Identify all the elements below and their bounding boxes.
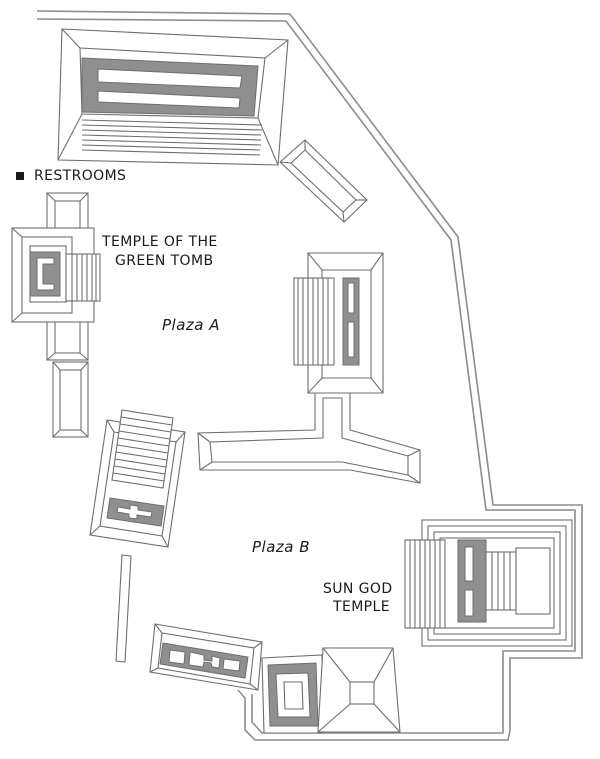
west-plaza-b-temple bbox=[89, 409, 186, 548]
boundary-wall bbox=[36, 10, 583, 741]
restrooms-legend: RESTROOMS bbox=[16, 168, 126, 184]
sun-god-label-line2: TEMPLE bbox=[332, 599, 390, 615]
plaza-b-label: Plaza B bbox=[252, 538, 310, 556]
north-temple bbox=[57, 28, 289, 166]
south-temple-middle bbox=[261, 654, 325, 734]
restrooms-marker-icon bbox=[16, 172, 24, 180]
south-temple-west bbox=[149, 623, 263, 691]
low-wall bbox=[115, 554, 132, 663]
green-tomb-label-line1: TEMPLE OF THE bbox=[101, 234, 218, 250]
sun-god-temple bbox=[404, 519, 573, 647]
central-temple bbox=[197, 252, 421, 484]
sun-god-label-line1: SUN GOD bbox=[323, 581, 393, 597]
northeast-structure bbox=[279, 139, 368, 223]
temple-of-the-green-tomb bbox=[11, 192, 101, 438]
south-pyramid bbox=[317, 647, 401, 733]
green-tomb-label-line2: GREEN TOMB bbox=[115, 253, 213, 269]
plaza-a-label: Plaza A bbox=[162, 316, 220, 334]
restrooms-label: RESTROOMS bbox=[34, 168, 126, 184]
